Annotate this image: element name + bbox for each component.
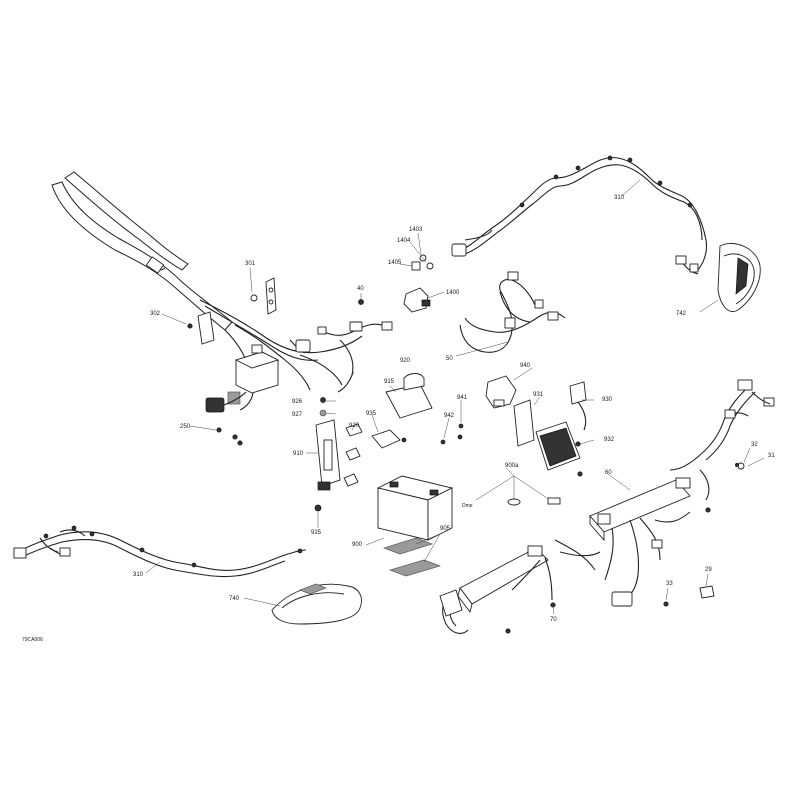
callout-920-a: 920: [349, 423, 360, 429]
callout-1404: 1404: [397, 238, 411, 244]
callout-942: 942: [444, 413, 455, 419]
callout-33: 33: [666, 581, 673, 587]
diagram-code: 79CA006: [22, 637, 43, 643]
callout-941: 941: [457, 395, 468, 401]
callout-920-b: 920: [400, 358, 411, 364]
callout-310-top: 310: [614, 195, 625, 201]
callout-900: 900: [352, 542, 363, 548]
callout-926: 926: [292, 399, 303, 405]
battery-900: [376, 475, 454, 577]
callout-931: 931: [533, 392, 544, 398]
callout-1405: 1405: [388, 260, 402, 266]
callout-40: 40: [357, 286, 364, 292]
callout-310-bottom: 310: [133, 572, 144, 578]
callout-50: 50: [446, 356, 453, 362]
callout-905: 905: [440, 526, 451, 532]
callout-29: 29: [705, 567, 712, 573]
callout-labels: 301 302 250 40 50 1403 1404 1405 1400 31…: [22, 195, 775, 643]
callout-32: 32: [751, 442, 758, 448]
label-900a-left: Dme: [462, 503, 473, 509]
callout-935: 935: [366, 411, 377, 417]
callout-740: 740: [229, 596, 240, 602]
sensor-assembly-1400: [403, 254, 434, 313]
leader-lines: [145, 179, 765, 615]
bracket-915: [371, 373, 433, 449]
callout-250: 250: [180, 424, 191, 430]
harness-60: [554, 379, 775, 607]
callout-930: 930: [602, 397, 613, 403]
headlight-742: [717, 243, 761, 312]
callout-301: 301: [245, 261, 256, 267]
harness-310-top: [451, 155, 708, 275]
sensor-940: [485, 375, 517, 409]
regulator-930: [513, 381, 587, 471]
harness-310-bottom: [13, 525, 307, 578]
battery-cables-900a: [475, 475, 561, 506]
callout-940: 940: [520, 363, 531, 369]
main-wiring-harness: [51, 171, 393, 413]
callout-910: 910: [293, 451, 304, 457]
callout-70: 70: [550, 617, 557, 623]
battery-bracket-910: [314, 419, 363, 512]
callout-1403: 1403: [409, 227, 423, 233]
callout-915: 915: [384, 379, 395, 385]
callout-60: 60: [605, 470, 612, 476]
callout-927: 927: [292, 412, 303, 418]
callout-742: 742: [676, 311, 687, 317]
callout-302: 302: [150, 311, 161, 317]
callout-31: 31: [768, 453, 775, 459]
callout-925: 925: [311, 530, 322, 536]
hardware-small-parts: [216, 299, 745, 634]
harness-50: [459, 271, 566, 353]
headlight-740: [271, 583, 362, 625]
callout-900a: 900a: [505, 463, 519, 469]
callout-932: 932: [604, 437, 615, 443]
harness-70: [439, 545, 553, 634]
callout-1400: 1400: [446, 290, 460, 296]
